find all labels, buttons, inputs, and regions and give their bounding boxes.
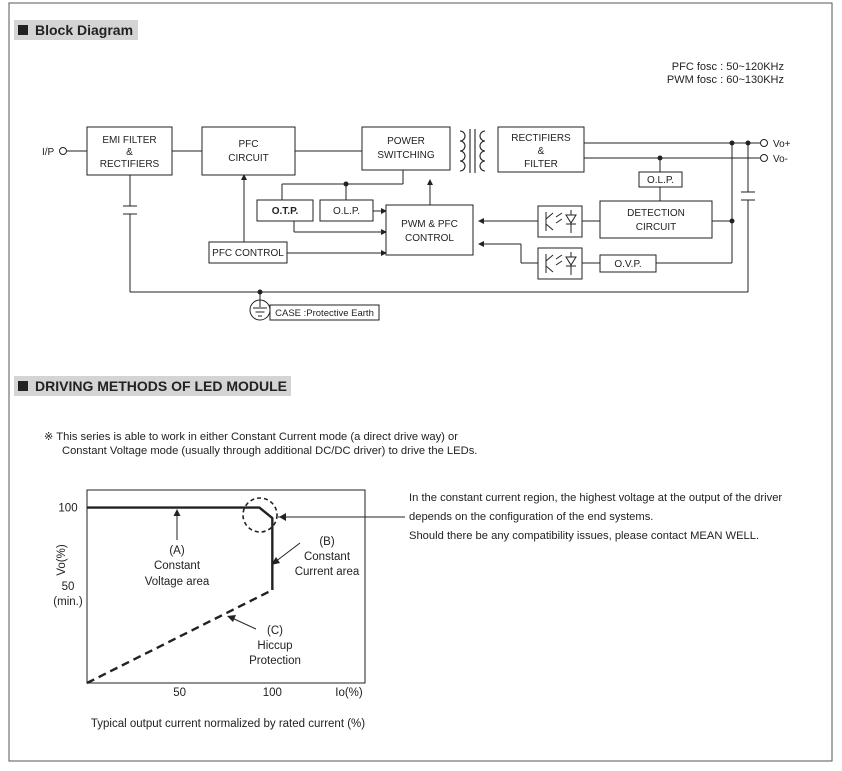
output-plus-terminal-icon [760, 139, 768, 147]
annotation-a-line1: (A) [169, 545, 185, 557]
annotation-c-line3: Protection [249, 655, 301, 667]
otp-block: O.T.P. [256, 199, 314, 222]
cc-region-note: In the constant current region, the high… [409, 489, 782, 546]
olp-output-block: O.L.P. [638, 171, 683, 188]
pfc-control-block: PFC CONTROL [208, 241, 288, 264]
annotation-a-arrowhead-icon [173, 509, 181, 516]
y-tick-label: (min.) [53, 596, 83, 608]
cc-region-note-line2: depends on the configuration of the end … [409, 511, 654, 523]
vo-minus-label: Vo- [773, 154, 788, 165]
driving-note: ※ This series is able to work in either … [44, 428, 477, 461]
pfc-circuit-block: PFC CIRCUIT [201, 126, 296, 176]
pfc-frequency: PFC fosc : 50~120KHz [672, 61, 784, 73]
y-axis-label: Vo(%) [56, 544, 68, 575]
svg-text:SWITCHING: SWITCHING [377, 150, 434, 161]
chart-plot-frame [86, 489, 366, 684]
chart-caption: Typical output current normalized by rat… [91, 718, 365, 730]
annotation-b-arrow [274, 542, 301, 563]
svg-text:CONTROL: CONTROL [405, 233, 454, 244]
olp-block: O.L.P. [319, 199, 374, 222]
svg-text:PFC: PFC [239, 139, 259, 150]
svg-text:DETECTION: DETECTION [627, 208, 685, 219]
svg-text:EMI FILTER: EMI FILTER [102, 135, 156, 146]
svg-text:CIRCUIT: CIRCUIT [636, 222, 677, 233]
annotation-c-arrowhead-icon [227, 615, 236, 622]
annotation-a-line2: Constant [154, 560, 201, 572]
svg-text:PWM & PFC: PWM & PFC [401, 219, 458, 230]
earth-ground-icon [249, 299, 271, 321]
annotation-b-line1: (B) [319, 536, 335, 548]
optocoupler-icon [537, 205, 583, 238]
x-tick-label: 100 [263, 687, 282, 699]
emi-filter-block: EMI FILTER & RECTIFIERS [86, 126, 173, 176]
svg-text:CIRCUIT: CIRCUIT [228, 153, 269, 164]
svg-text:RECTIFIERS: RECTIFIERS [100, 159, 160, 170]
svg-text:CASE :Protective Earth: CASE :Protective Earth [275, 308, 374, 319]
svg-text:RECTIFIERS: RECTIFIERS [511, 133, 571, 144]
annotation-c-line1: (C) [267, 625, 283, 637]
svg-text:O.T.P.: O.T.P. [272, 206, 299, 217]
annotation-b-line2: Constant [304, 551, 351, 563]
annotation-a-line3: Voltage area [145, 576, 210, 588]
x-tick-label: 50 [173, 687, 186, 699]
rectifiers-filter-block: RECTIFIERS & FILTER [497, 126, 585, 173]
svg-text:O.V.P.: O.V.P. [614, 259, 641, 270]
highlight-circle-icon [242, 497, 278, 533]
y-tick-label: 100 [58, 503, 77, 515]
driving-note-line2: Constant Voltage mode (usually through a… [62, 445, 478, 457]
detection-circuit-block: DETECTION CIRCUIT [599, 200, 713, 239]
input-label: I/P [42, 147, 55, 158]
callout-arrow-icon [279, 513, 286, 521]
vo-io-chart: 50 100 100 50 (min.) (A) Constant Voltage ar… [53, 489, 405, 730]
block-diagram-title: Block Diagram [35, 22, 133, 38]
svg-text:FILTER: FILTER [524, 159, 558, 170]
svg-text:PFC CONTROL: PFC CONTROL [212, 248, 284, 259]
hiccup-protection-line [86, 588, 273, 685]
case-earth-label: CASE :Protective Earth [269, 304, 380, 321]
ovp-block: O.V.P. [599, 254, 657, 273]
x-axis-label: Io(%) [335, 687, 363, 699]
output-characteristic-line [87, 506, 274, 591]
svg-text:O.L.P.: O.L.P. [333, 206, 360, 217]
driving-note-line1: ※ This series is able to work in either … [44, 431, 458, 443]
cc-region-note-line1: In the constant current region, the high… [409, 492, 783, 504]
optocoupler-icon [537, 247, 583, 280]
svg-text:O.L.P.: O.L.P. [647, 175, 674, 186]
annotation-c-arrow [231, 617, 257, 630]
driving-methods-title: DRIVING METHODS OF LED MODULE [35, 378, 287, 394]
y-tick-label: 50 [62, 581, 75, 593]
svg-text:&: & [538, 146, 545, 157]
square-bullet-icon [18, 25, 28, 35]
wiring [67, 142, 760, 300]
pwm-frequency: PWM fosc : 60~130KHz [667, 74, 784, 86]
power-switching-block: POWER SWITCHING [361, 126, 451, 171]
svg-text:&: & [126, 147, 133, 158]
transformer-icon [459, 129, 486, 173]
vo-plus-label: Vo+ [773, 139, 791, 150]
cc-region-note-line3: Should there be any compatibility issues… [409, 530, 760, 542]
output-minus-terminal-icon [760, 154, 768, 162]
junction-dots [257, 140, 751, 295]
pwm-pfc-control-block: PWM & PFC CONTROL [385, 204, 474, 256]
svg-text:POWER: POWER [387, 136, 425, 147]
annotation-b-line3: Current area [295, 566, 360, 578]
square-bullet-icon [18, 381, 28, 391]
block-diagram-header: Block Diagram [14, 20, 138, 40]
annotation-b-arrowhead-icon [271, 557, 280, 565]
page-frame [8, 2, 833, 762]
annotation-c-line2: Hiccup [257, 640, 292, 652]
driving-methods-header: DRIVING METHODS OF LED MODULE [14, 376, 291, 396]
input-terminal-icon [59, 147, 67, 155]
